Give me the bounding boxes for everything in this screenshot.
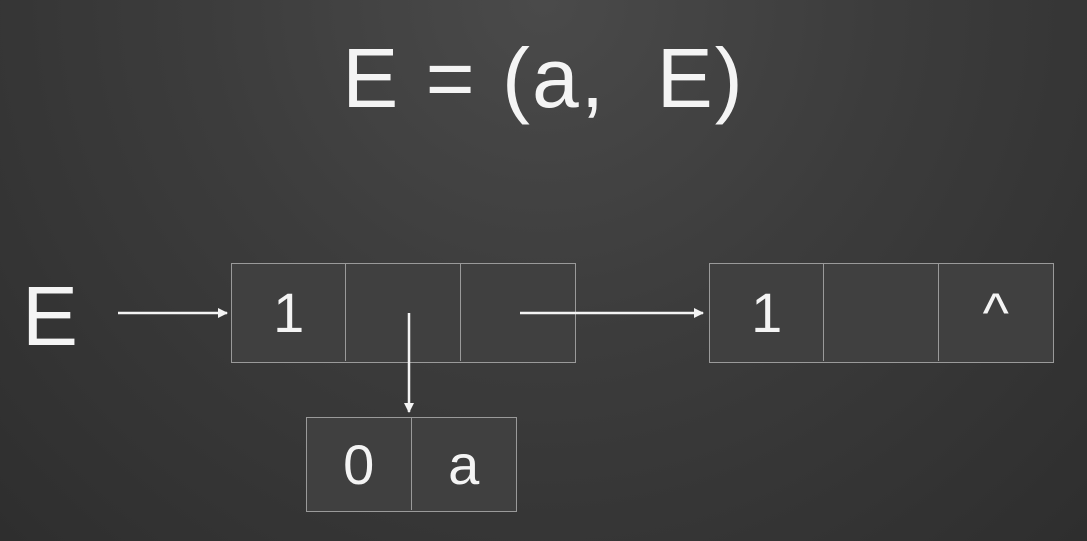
list-node-1: 1 [231,263,576,363]
node-1-tail-pointer-cell [461,264,575,361]
atom-node: 0 a [306,417,517,512]
node-2-null-cell: ^ [982,281,1009,344]
head-pointer-label: E [22,269,79,363]
atom-tag-cell: 0 [307,418,412,510]
node-1-head-pointer-cell [346,264,461,361]
node-2-head-pointer-cell [824,264,939,361]
node-1-tag-cell: 1 [232,264,347,361]
formula-title: E = (a, E) [342,31,745,125]
list-node-2: 1 ^ [709,263,1054,363]
atom-value-cell: a [448,432,480,496]
node-2-tag-cell: 1 [710,264,825,361]
